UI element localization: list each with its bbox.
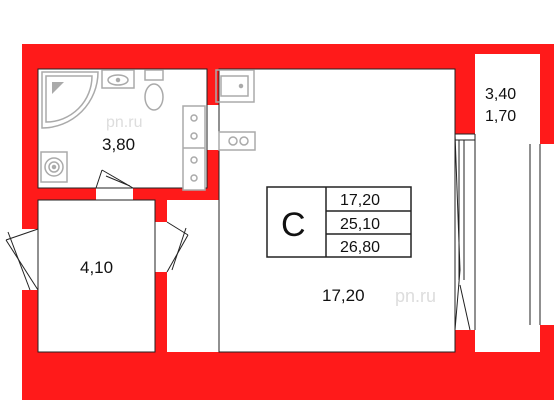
legend-total-with-balcony: 26,80 [340, 239, 380, 256]
hall-door [5, 228, 39, 291]
wall-balcony-upper [455, 54, 475, 134]
kitchen-sink-icon [215, 69, 255, 103]
watermark: pn.ru [395, 286, 436, 306]
wall-right-outer-low [540, 325, 554, 400]
shower-corner-icon [41, 71, 99, 129]
toilet-icon [144, 69, 164, 111]
bath-sink-icon [101, 69, 135, 89]
kitchen-counter [182, 105, 206, 191]
wall-bath-bottom-r [133, 188, 219, 200]
wall-hall-divider [155, 200, 167, 222]
wall-balcony-lower [455, 330, 475, 400]
walls [22, 44, 554, 400]
legend-total-area: 25,10 [340, 216, 380, 233]
wall-bath-right [207, 65, 219, 105]
wall-top [22, 44, 474, 69]
apartment-type: С [281, 206, 306, 244]
wall-outlines [37, 68, 456, 353]
hall-area: 4,10 [80, 258, 113, 277]
balcony-area-full: 3,40 [485, 86, 516, 103]
main-room-area: 17,20 [322, 286, 365, 305]
stove-icon [218, 131, 256, 151]
balcony-area-reduced: 1,70 [485, 108, 516, 125]
balcony [454, 133, 541, 331]
wall-bath-inner [207, 150, 219, 200]
wall-bottom [22, 352, 470, 400]
wall-right-outer [540, 44, 554, 144]
legend-living-area: 17,20 [340, 192, 380, 209]
boiler-icon [40, 151, 68, 183]
wall-bath-bottom [38, 188, 96, 200]
bathroom-area: 3,80 [102, 135, 135, 154]
legend-border [266, 186, 412, 258]
wall-hall-divider-low [155, 272, 167, 354]
hall-inner-door [166, 221, 189, 273]
bath-door [95, 169, 134, 189]
wall-top-right [474, 44, 554, 54]
watermark: pn.ru [106, 114, 142, 131]
area-legend: С 17,20 25,10 26,80 [266, 186, 412, 258]
wall-left-upper [22, 44, 38, 229]
balcony-window [455, 133, 475, 331]
